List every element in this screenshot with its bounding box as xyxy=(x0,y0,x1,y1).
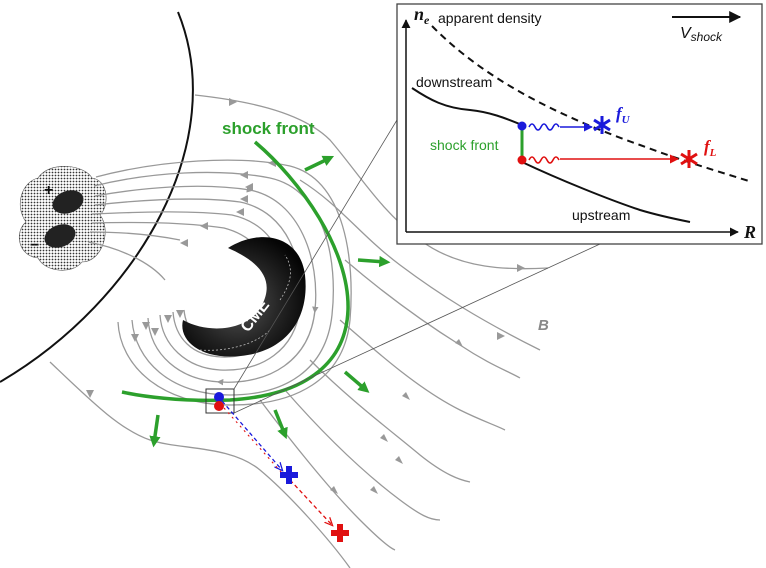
inset-x-label: R xyxy=(743,222,756,242)
inset-shock-label: shock front xyxy=(430,137,499,153)
inset-panel xyxy=(396,3,763,245)
open-field-lines xyxy=(49,94,549,568)
lower-band-cross xyxy=(331,524,349,542)
velocity-label: Vshock xyxy=(680,25,723,44)
fl-label: fL xyxy=(704,137,717,159)
inset-lower-source xyxy=(517,155,527,165)
lower-wave xyxy=(528,156,560,164)
open-field-arrows xyxy=(86,98,525,494)
upper-band-cross xyxy=(280,466,298,484)
upstream-label: upstream xyxy=(572,207,630,223)
lower-band-path-a xyxy=(223,407,283,474)
zoom-line-top xyxy=(233,119,398,390)
shock-front-label: shock front xyxy=(222,119,315,138)
upper-wave xyxy=(528,123,560,131)
fl-marker xyxy=(680,150,698,168)
downstream-label: downstream xyxy=(416,74,492,90)
fu-label: fU xyxy=(616,104,631,126)
downstream-curve xyxy=(411,87,523,126)
upper-band-path xyxy=(221,400,282,470)
fu-marker xyxy=(593,116,611,134)
field-arrows xyxy=(131,159,276,342)
zoom-line-bottom xyxy=(233,243,601,414)
closed-field-lines xyxy=(87,159,352,406)
magnetic-field-label: B xyxy=(538,317,549,334)
zoom-box xyxy=(205,388,235,414)
apparent-density-curve xyxy=(431,25,753,183)
solar-limb xyxy=(0,11,194,383)
cme-body xyxy=(182,237,306,357)
shock-propagation-arrows xyxy=(149,155,391,448)
negative-polarity-label: − xyxy=(30,237,39,254)
lower-band-path-b xyxy=(289,479,332,525)
inset-upper-source xyxy=(517,121,527,131)
positive-polarity-label: + xyxy=(44,182,53,199)
active-region xyxy=(18,166,107,271)
upper-band-source xyxy=(214,392,224,402)
lower-band-source xyxy=(214,401,224,411)
inset-y-label: ne xyxy=(414,4,430,27)
upstream-curve xyxy=(521,161,691,223)
shock-front-curve xyxy=(121,140,350,403)
apparent-density-label: apparent density xyxy=(438,10,542,26)
